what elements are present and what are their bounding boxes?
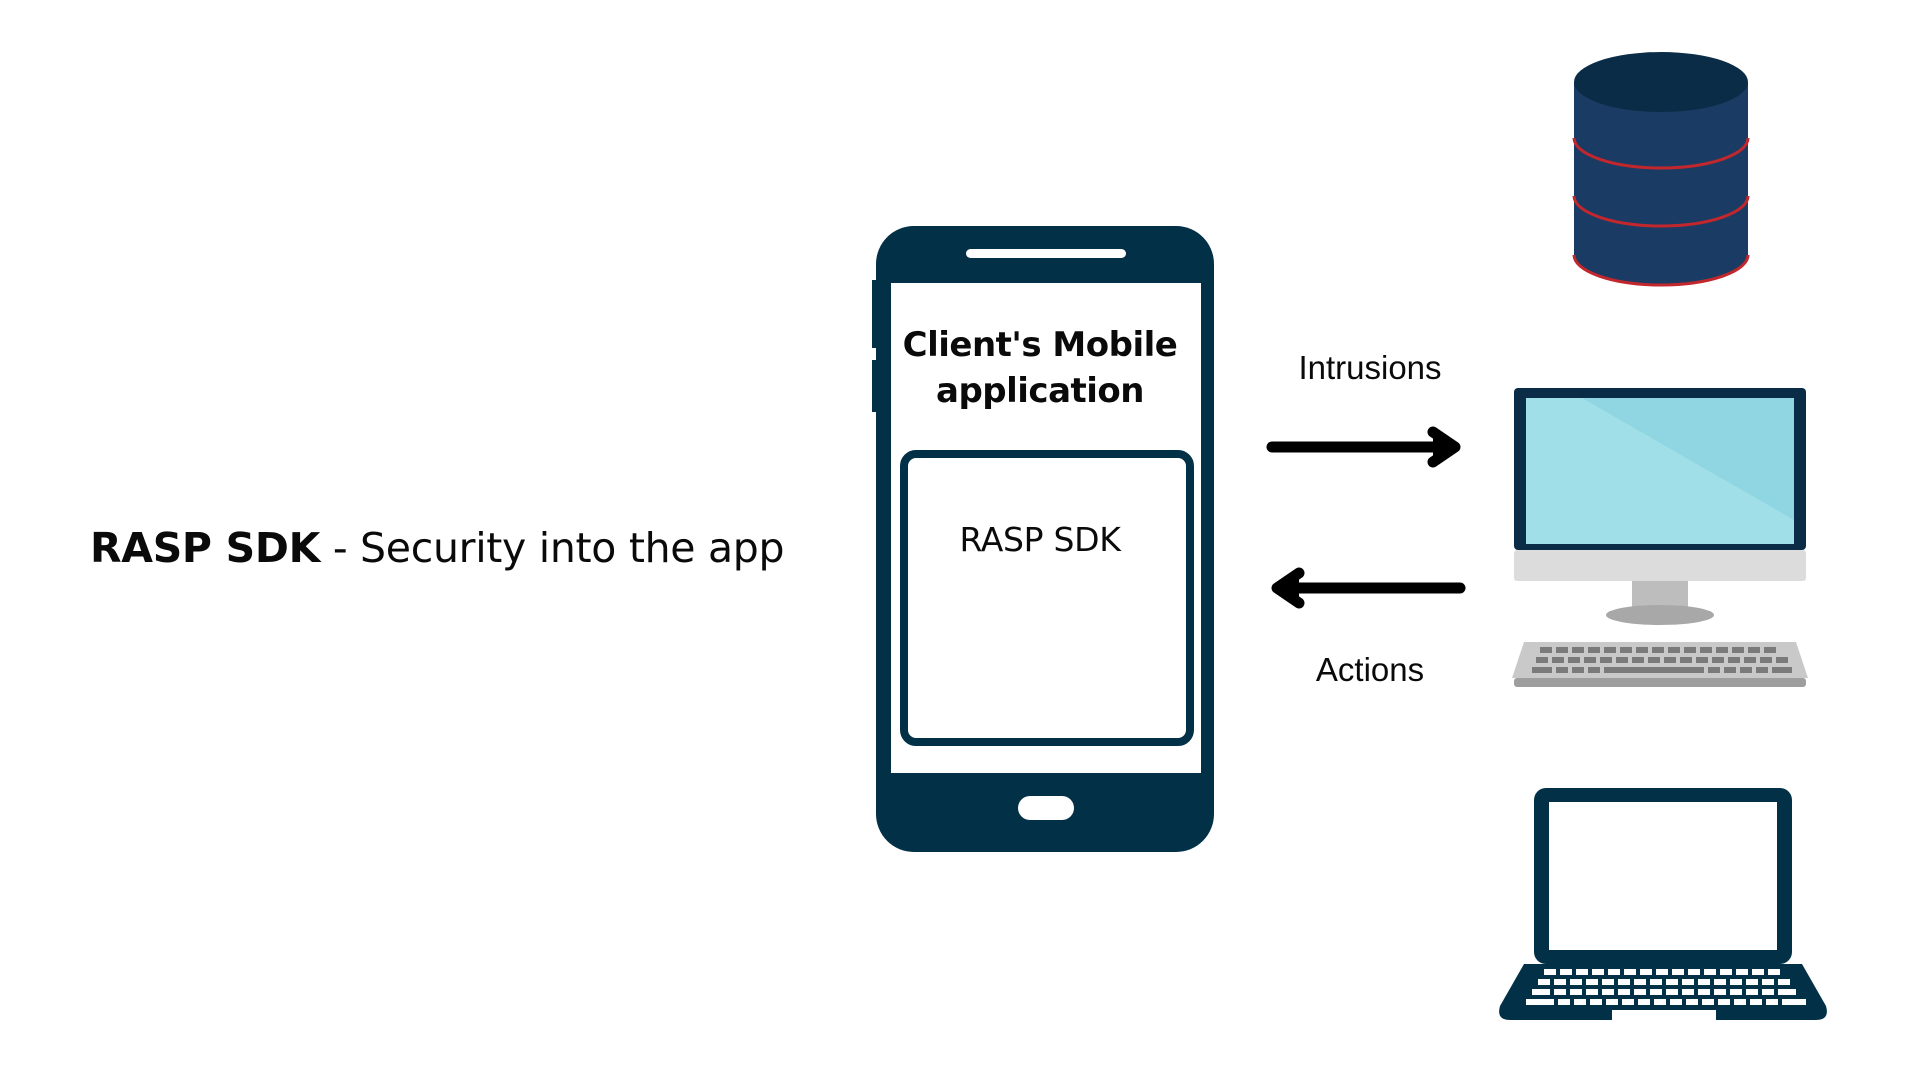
intrusions-label: Intrusions: [1298, 349, 1442, 386]
desktop-computer-icon: [1512, 388, 1808, 687]
rasp-sdk-label: RASP SDK: [959, 520, 1121, 559]
database-icon: [1572, 52, 1750, 287]
diagram-caption: RASP SDK - Security into the app: [90, 520, 785, 576]
rasp-sdk-box: [900, 450, 1194, 746]
phone-app-title: Client's Mobile application: [902, 325, 1178, 411]
caption-bold: RASP SDK: [90, 524, 321, 572]
arrow-right-icon: [1266, 426, 1461, 468]
caption-rest: - Security into the app: [320, 524, 785, 572]
smartphone-icon: [872, 226, 1214, 852]
actions-label: Actions: [1315, 651, 1425, 688]
laptop-icon: [1499, 788, 1827, 1023]
arrow-left-icon: [1271, 567, 1466, 609]
